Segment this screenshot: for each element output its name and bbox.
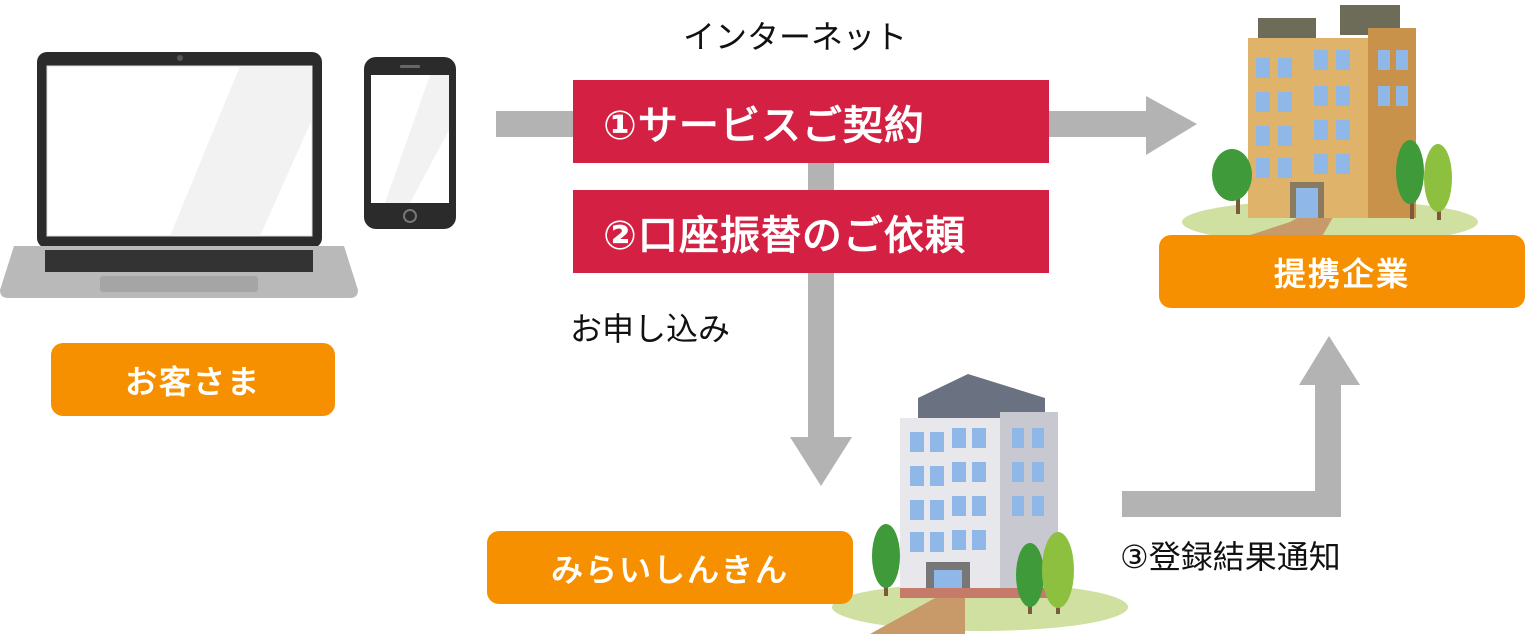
step1-service-contract: ①サービスご契約: [573, 80, 1049, 163]
bank-building-icon: [832, 374, 1128, 634]
arrow-bank-to-partner: [1122, 336, 1360, 517]
step3-result-notice: ③登録結果通知: [1120, 538, 1341, 576]
internet-label: インターネット: [683, 18, 908, 56]
apply-label: お申し込み: [570, 310, 731, 348]
partner-building-icon: [1182, 5, 1478, 244]
step2-transfer-request: ②口座振替のご依頼: [573, 190, 1049, 273]
partner-badge: 提携企業: [1159, 235, 1525, 308]
customer-badge: お客さま: [51, 343, 335, 416]
bank-badge: みらいしんきん: [487, 531, 853, 604]
smartphone-icon: [364, 57, 456, 229]
laptop-icon: [0, 52, 358, 298]
